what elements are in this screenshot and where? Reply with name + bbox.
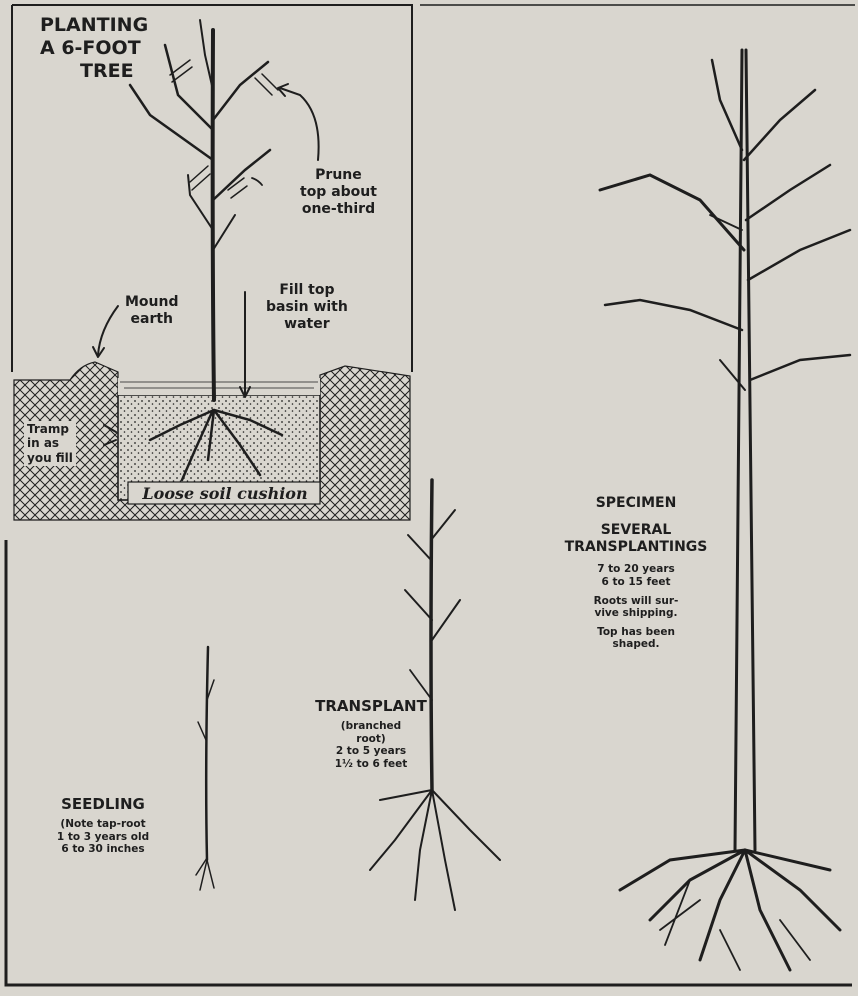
transplant-label: TRANSPLANT (branched root) 2 to 5 years … [306, 697, 436, 770]
soil-cushion-label: Loose soil cushion [132, 484, 318, 503]
tramp-note: Tramp in as you fill [24, 421, 76, 466]
fill-note: Fill top basin with water [266, 282, 348, 332]
planting-title: PLANTING A 6-FOOT TREE [40, 14, 148, 82]
mound-note: Mound earth [125, 294, 179, 328]
seedling-plant [196, 647, 214, 890]
specimen-label: SPECIMEN SEVERAL TRANSPLANTINGS 7 to 20 … [556, 495, 716, 651]
prune-note: Prune top about one-third [300, 167, 377, 217]
seedling-label: SEEDLING (Note tap-root 1 to 3 years old… [38, 795, 168, 856]
transplant-plant [370, 480, 500, 910]
